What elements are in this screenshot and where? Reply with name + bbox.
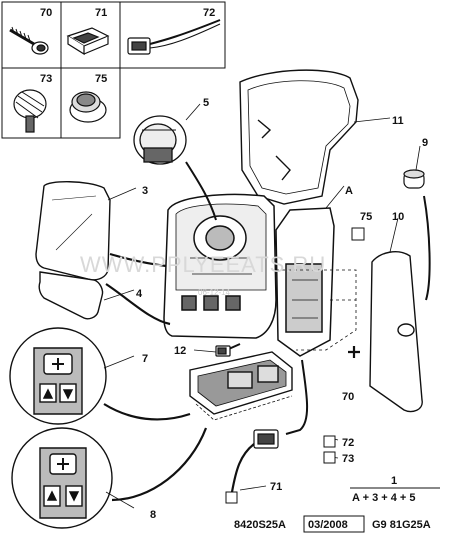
- footer-code-right: G9 81G25A: [372, 519, 431, 531]
- inset-label-73: 73: [40, 73, 52, 85]
- motor-part-73: [13, 89, 47, 133]
- inset-label-71: 71: [95, 7, 107, 19]
- callout-75: 75: [360, 211, 372, 223]
- ref-square-73: [323, 451, 336, 464]
- callout-10: 10: [392, 211, 404, 223]
- secondary-glass-part-4: [38, 271, 104, 320]
- inset-label-70: 70: [40, 7, 52, 19]
- callout-71: 71: [270, 481, 282, 493]
- mirror-motor-part-5: [133, 115, 187, 165]
- wiring-cables: [185, 161, 431, 435]
- mirror-housing: [163, 193, 277, 339]
- inset-label-72: 72: [203, 7, 215, 19]
- trim-panel-part-10: [369, 251, 423, 413]
- callout-A: A: [345, 185, 353, 197]
- callout-12: 12: [174, 345, 186, 357]
- ref-squares: [225, 227, 365, 504]
- ref-square-72: [323, 435, 336, 448]
- callout-70: 70: [342, 391, 354, 403]
- mirror-cover: [239, 69, 359, 205]
- harness-part-72: [127, 19, 221, 55]
- switch-detail-7: [9, 327, 107, 425]
- dashed-assembly-box: [276, 269, 357, 351]
- assembly-formula: A + 3 + 4 + 5: [352, 492, 416, 504]
- callout-7: 7: [142, 353, 148, 365]
- inset-label-75: 75: [95, 73, 107, 85]
- footer: 8420S25A 03/2008 G9 81G25A: [234, 515, 431, 533]
- watermark: WWW.PPLYEEATS.RU: [80, 252, 326, 277]
- leader-lines: [103, 103, 421, 509]
- cap-part-75: [69, 91, 107, 123]
- mirror-arm-bracket: [275, 207, 335, 357]
- small-cap-part-9: [403, 169, 425, 189]
- callout-72: 72: [342, 437, 354, 449]
- inset-cell-75: [60, 67, 121, 139]
- window-switch-panel: [189, 351, 293, 421]
- harness-connector: [253, 429, 279, 449]
- connector-part-12: [215, 345, 231, 357]
- switch-detail-8: [11, 427, 113, 529]
- inset-grid: [1, 1, 226, 139]
- screw-part-70: [9, 26, 49, 55]
- leader-arcs: [103, 252, 255, 502]
- callout-9: 9: [422, 137, 428, 149]
- footer-date: 03/2008: [308, 519, 348, 531]
- ref-square-75: [351, 227, 365, 241]
- callout-73: 73: [342, 453, 354, 465]
- callout-5: 5: [203, 97, 209, 109]
- plus-marker-70: [348, 346, 360, 358]
- callout-8: 8: [150, 509, 156, 521]
- footer-code-left: 8420S25A: [234, 519, 286, 531]
- assembly-number: 1: [391, 475, 397, 487]
- callout-4: 4: [136, 288, 143, 300]
- callout-3: 3: [142, 185, 148, 197]
- clip-part-71: [66, 27, 110, 56]
- footer-date-box: [303, 515, 365, 533]
- callout-11: 11: [392, 115, 404, 127]
- mirror-glass-part-3: [35, 181, 111, 281]
- watermark-date: 06-12-14: [198, 288, 231, 297]
- ref-square-71: [225, 491, 238, 504]
- inset-cell-72: [119, 1, 226, 69]
